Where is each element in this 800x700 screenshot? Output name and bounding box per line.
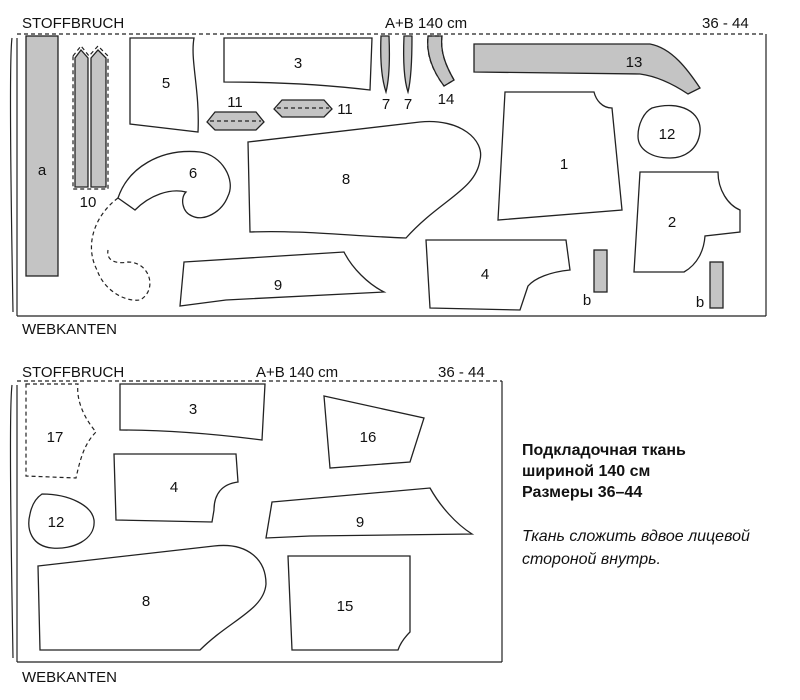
pattern-piece-3 — [223, 37, 373, 91]
pattern-piece-10-right — [90, 49, 107, 188]
size-range-label-1: 36 - 44 — [702, 15, 749, 32]
fold-curve-2 — [9, 384, 14, 659]
piece-label-3-lining: 3 — [189, 401, 197, 418]
pattern-piece-9 — [179, 251, 387, 307]
layout-2: STOFFBRUCH A+B 140 cm 36 - 44 WEBKANTEN … — [9, 364, 503, 686]
piece-label-12: 12 — [659, 126, 676, 143]
size-range-text: Размеры 36–44 — [522, 484, 643, 501]
piece-label-12-lining: 12 — [48, 514, 65, 531]
fold-label-2: STOFFBRUCH — [22, 364, 124, 381]
piece-label-6: 6 — [189, 165, 197, 182]
folding-instruction-line2: стороной внутрь. — [522, 551, 661, 568]
fabric-width-label-1: A+B 140 cm — [385, 15, 467, 32]
folding-instruction-line1: Ткань сложить вдвое лицевой — [522, 528, 750, 545]
piece-label-3: 3 — [294, 55, 302, 72]
fold-curve-1 — [9, 37, 14, 313]
piece-label-1: 1 — [560, 156, 568, 173]
pattern-piece-b-second — [709, 261, 724, 309]
pattern-piece-4-lining — [113, 453, 239, 523]
fabric-type-title: Подкладочная ткань — [522, 442, 686, 459]
pattern-piece-b-first — [593, 249, 608, 293]
piece-label-4-lining: 4 — [170, 479, 178, 496]
piece-label-13: 13 — [626, 54, 643, 71]
pattern-piece-15 — [287, 555, 411, 651]
pattern-piece-17 — [25, 383, 97, 479]
pattern-piece-2 — [633, 171, 741, 273]
pattern-piece-12-lining — [28, 493, 95, 549]
piece-label-10: 10 — [80, 194, 97, 211]
pattern-piece-3-lining — [119, 383, 266, 441]
pattern-piece-10-left — [74, 48, 89, 188]
pattern-piece-12 — [637, 104, 701, 159]
piece-label-a: a — [38, 162, 47, 179]
pattern-piece-4 — [425, 239, 571, 311]
pattern-piece-16 — [323, 395, 425, 469]
layout-1: STOFFBRUCH A+B 140 cm 36 - 44 WEBKANTEN … — [9, 15, 767, 338]
pattern-piece-8-lining — [37, 544, 267, 651]
piece-label-17: 17 — [47, 429, 64, 446]
piece-label-b-first: b — [583, 292, 591, 309]
piece-label-11-first: 11 — [227, 94, 243, 111]
piece-label-7-second: 7 — [404, 96, 412, 113]
piece-label-8: 8 — [342, 171, 350, 188]
pattern-piece-14 — [426, 35, 455, 87]
pattern-piece-6-mirror — [90, 197, 151, 301]
pattern-piece-14-outline — [427, 35, 455, 87]
pattern-piece-8 — [247, 120, 482, 239]
piece-label-11-second: 11 — [337, 101, 353, 118]
selvage-label-1: WEBKANTEN — [22, 321, 117, 338]
piece-label-14: 14 — [438, 91, 455, 108]
piece-label-15: 15 — [337, 598, 354, 615]
piece-label-16: 16 — [360, 429, 377, 446]
piece-label-7-first: 7 — [382, 96, 390, 113]
piece-label-9-lining: 9 — [356, 514, 364, 531]
piece-label-2: 2 — [668, 214, 676, 231]
pattern-piece-11-first — [206, 111, 265, 131]
pattern-piece-13 — [473, 43, 701, 95]
piece-label-b-second: b — [696, 294, 704, 311]
pattern-piece-7-first — [380, 35, 391, 95]
pattern-piece-6 — [117, 150, 231, 219]
piece-label-8-lining: 8 — [142, 593, 150, 610]
pattern-piece-9-lining — [265, 487, 475, 539]
pattern-piece-11-second — [273, 99, 333, 118]
fabric-width-text: шириной 140 см — [522, 463, 651, 480]
fabric-width-label-2: A+B 140 cm — [256, 364, 338, 381]
pattern-piece-10-outline — [72, 45, 109, 190]
pattern-piece-7-second — [402, 35, 413, 95]
pattern-piece-1 — [497, 91, 623, 221]
pattern-piece-a — [25, 35, 59, 277]
piece-label-9: 9 — [274, 277, 282, 294]
fold-label-1: STOFFBRUCH — [22, 15, 124, 32]
selvage-label-2: WEBKANTEN — [22, 669, 117, 686]
piece-label-5: 5 — [162, 75, 170, 92]
piece-label-4: 4 — [481, 266, 489, 283]
fabric-info-panel: Подкладочная ткань шириной 140 см Размер… — [522, 440, 797, 571]
size-range-label-2: 36 - 44 — [438, 364, 485, 381]
pattern-piece-5 — [129, 37, 199, 133]
